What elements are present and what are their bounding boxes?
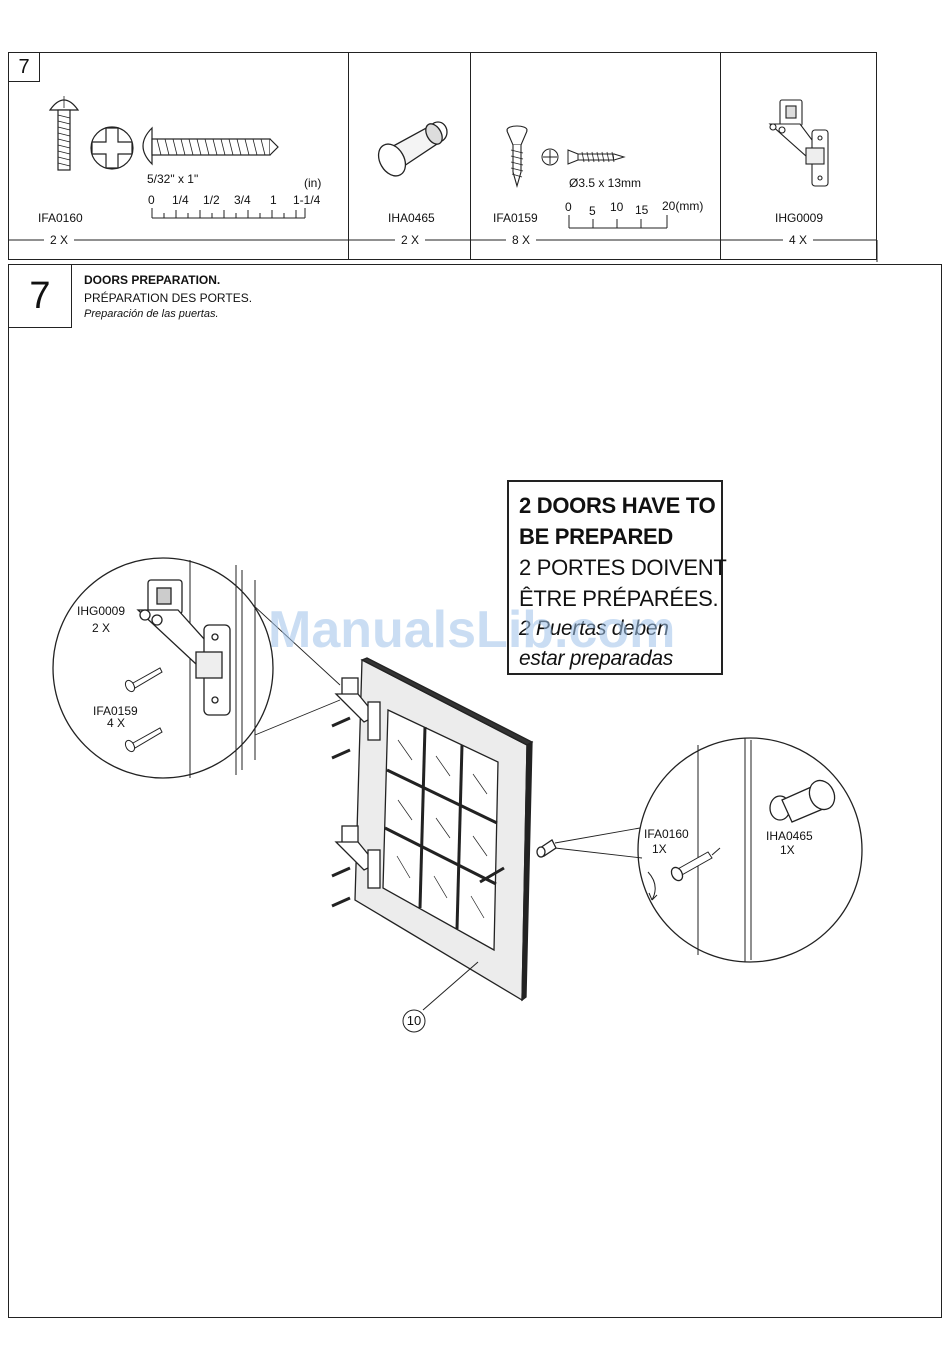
inch-tick-2: 1/2 bbox=[203, 193, 220, 207]
mm-tick-20: 20(mm) bbox=[662, 199, 704, 213]
part-qty-ifa0160: 2 X bbox=[44, 233, 75, 247]
callout-knob-code: IHA0465 bbox=[766, 829, 813, 843]
part-code-ifa0160: IFA0160 bbox=[38, 211, 83, 225]
inch-tick-1: 1/4 bbox=[172, 193, 189, 207]
part-code-iha0465: IHA0465 bbox=[388, 211, 435, 225]
part-code-ihg0009: IHG0009 bbox=[775, 211, 824, 225]
hinge-icon bbox=[768, 99, 829, 187]
step-title-en: DOORS PREPARATION. bbox=[84, 273, 221, 287]
phillips-head-icon bbox=[90, 126, 134, 170]
part-number-label: 10 bbox=[406, 1013, 422, 1028]
door-illustration bbox=[331, 657, 557, 1033]
callout-hinge-qty: 2 X bbox=[92, 621, 111, 635]
part-code-ifa0159: IFA0159 bbox=[493, 211, 538, 225]
step-title-fr: PRÉPARATION DES PORTES. bbox=[84, 291, 253, 305]
bolt-size-label: 5/32" x 1" bbox=[147, 172, 199, 186]
callout-bolt-code: IFA0160 bbox=[644, 827, 689, 841]
step-title-es: Preparación de las puertas. bbox=[84, 308, 219, 320]
wood-screw-horizontal-icon bbox=[567, 149, 626, 165]
mm-tick-5: 5 bbox=[589, 204, 596, 218]
screw-size-label: Ø3.5 x 13mm bbox=[569, 176, 642, 190]
callout-screw-code: IFA0159 bbox=[93, 704, 138, 718]
notice-en-line1: 2 DOORS HAVE TO bbox=[519, 493, 716, 518]
parts-step-number: 7 bbox=[9, 53, 40, 82]
inch-tick-3: 3/4 bbox=[234, 193, 251, 207]
mm-tick-0: 0 bbox=[565, 200, 572, 214]
part-qty-ifa0159: 8 X bbox=[506, 233, 537, 247]
notice-en-line2: BE PREPARED bbox=[519, 524, 673, 549]
notice-box: 2 DOORS HAVE TO BE PREPARED 2 PORTES DOI… bbox=[507, 480, 727, 675]
knob-callout-circle bbox=[554, 737, 863, 963]
bolt-icon bbox=[48, 96, 80, 171]
step-number: 7 bbox=[9, 265, 72, 328]
divider bbox=[470, 52, 471, 260]
notice-fr-line2: ÊTRE PRÉPARÉES. bbox=[519, 586, 719, 611]
notice-es-line2: estar preparadas bbox=[519, 647, 673, 670]
part-qty-ihg0009: 4 X bbox=[783, 233, 814, 247]
watermark: ManualsLib.com bbox=[268, 601, 676, 659]
inch-tick-5: 1-1/4 bbox=[293, 193, 321, 207]
bolt-horizontal-icon bbox=[142, 126, 279, 166]
notice-fr-line1: 2 PORTES DOIVENT bbox=[519, 555, 727, 580]
inch-tick-0: 0 bbox=[148, 193, 155, 207]
mm-ruler bbox=[568, 215, 668, 229]
knob-icon bbox=[377, 121, 448, 177]
hinge-callout-circle bbox=[52, 557, 341, 779]
divider bbox=[720, 52, 721, 260]
part-qty-iha0465: 2 X bbox=[395, 233, 426, 247]
inch-unit-label: (in) bbox=[304, 176, 322, 190]
mm-tick-15: 15 bbox=[635, 203, 649, 217]
mm-tick-10: 10 bbox=[610, 200, 624, 214]
callout-screw-qty: 4 X bbox=[107, 716, 126, 730]
callout-bolt-qty: 1X bbox=[652, 842, 667, 856]
inch-tick-4: 1 bbox=[270, 193, 277, 207]
divider bbox=[348, 52, 349, 260]
callout-knob-qty: 1X bbox=[780, 843, 795, 857]
callout-hinge-code: IHG0009 bbox=[77, 604, 126, 618]
parts-panel bbox=[8, 52, 877, 260]
phillips-head-small-icon bbox=[541, 148, 559, 166]
notice-es-line1: 2 Puertas deben bbox=[519, 617, 669, 640]
inch-ruler bbox=[151, 208, 306, 219]
step-panel bbox=[8, 264, 942, 1318]
wood-screw-icon bbox=[506, 125, 528, 189]
